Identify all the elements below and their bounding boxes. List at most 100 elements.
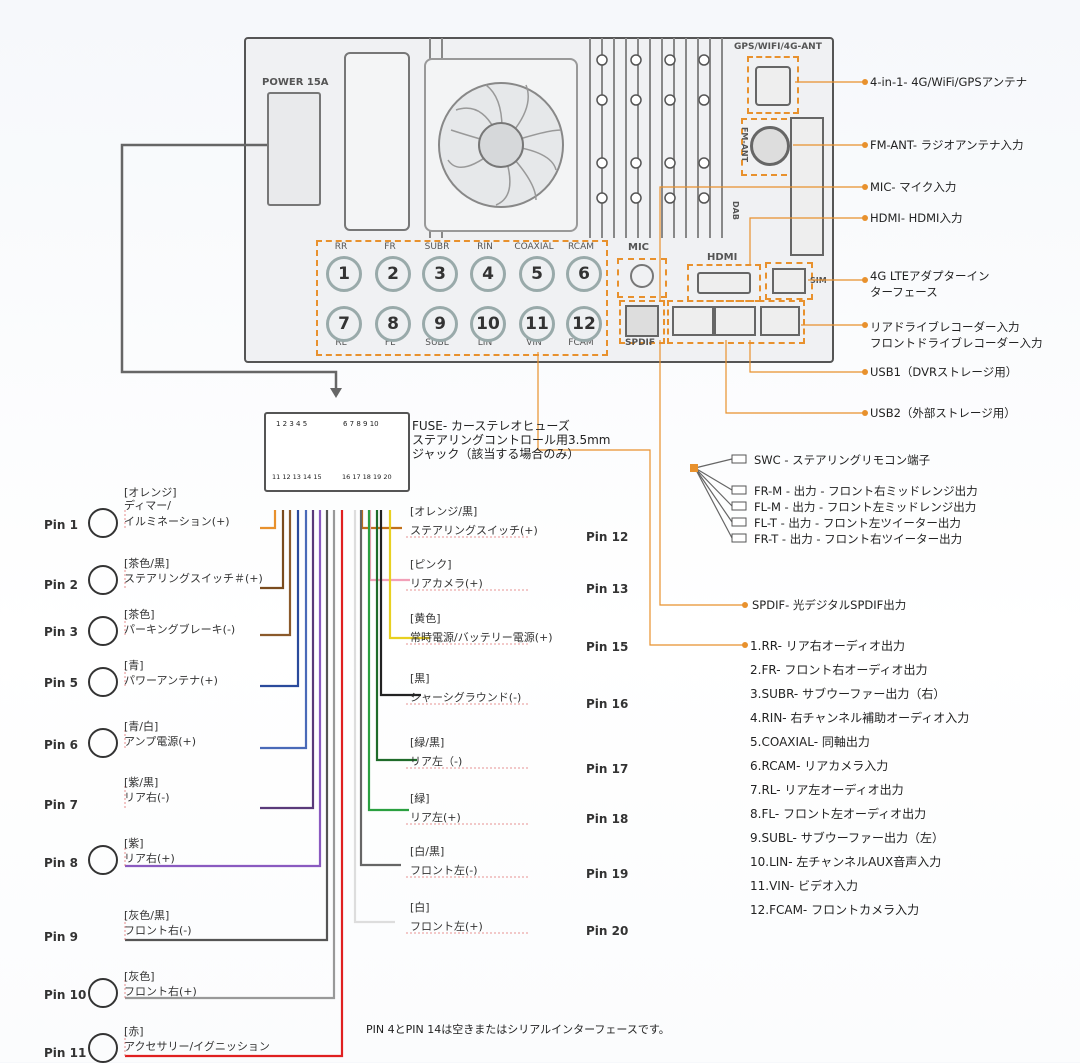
rca-jack[interactable]: 3 bbox=[422, 256, 458, 292]
rca-jack[interactable]: 5 bbox=[519, 256, 555, 292]
rca-jack[interactable]: 6 bbox=[566, 256, 602, 292]
wire-color-label: [黄色] bbox=[410, 612, 441, 625]
knob-label-top: RCAM bbox=[567, 242, 594, 252]
fuse-text-line3: ジャック（該当する場合のみ） bbox=[412, 447, 580, 461]
rca-list-item: 1.RR- リア右オーディオ出力 bbox=[750, 639, 905, 653]
wire-color-label: [紫] bbox=[124, 837, 144, 850]
rca-jack[interactable]: 10 bbox=[470, 306, 506, 342]
callout-usb1: USB1（DVRストレージ用） bbox=[870, 365, 1018, 379]
wire bbox=[367, 510, 409, 812]
harness-connector-bottom-nums-left: 11 12 13 14 15 bbox=[272, 473, 322, 481]
knob-label-top: RR bbox=[334, 242, 348, 252]
callout-dvr-line2: フロントドライブレコーダー入力 bbox=[870, 336, 1043, 350]
wire bbox=[260, 510, 292, 637]
wire-color-label: [灰色] bbox=[124, 970, 155, 983]
wire-color-label: [オレンジ/黒] bbox=[410, 505, 478, 518]
harness-connector-bottom-nums-right: 16 17 18 19 20 bbox=[342, 473, 392, 481]
callout-flm: FL-M - 出力 - フロント左ミッドレンジ出力 bbox=[754, 500, 977, 514]
callout-spdif: SPDIF- 光デジタルSPDIF出力 bbox=[752, 598, 907, 612]
knob-label-bottom: SUBL bbox=[425, 338, 449, 348]
wire-function-label: フロント右(+) bbox=[124, 985, 197, 998]
rca-list-item: 7.RL- リア左オーディオ出力 bbox=[750, 783, 904, 797]
knob-label-top: FR bbox=[384, 242, 396, 252]
rca-jack[interactable]: 4 bbox=[470, 256, 506, 292]
rca-jack[interactable]: 11 bbox=[519, 306, 555, 342]
wire-color-label: [ピンク] bbox=[410, 558, 452, 571]
wire-function-label: リアカメラ(+) bbox=[410, 577, 483, 590]
mic-jack bbox=[630, 264, 654, 288]
wire bbox=[260, 510, 277, 530]
pin-label: Pin 13 bbox=[586, 582, 629, 596]
dvr-rear-connector bbox=[672, 306, 714, 336]
rca-list-item: 6.RCAM- リアカメラ入力 bbox=[750, 759, 889, 773]
callout-mic: MIC- マイク入力 bbox=[870, 180, 957, 194]
wire-color-label: [緑/黒] bbox=[410, 736, 445, 749]
harness-slot bbox=[344, 52, 410, 231]
wire-function-label: フロント左(-) bbox=[410, 864, 478, 877]
callout-flt: FL-T - 出力 - フロント左ツイーター出力 bbox=[754, 516, 961, 530]
rca-jack[interactable]: 1 bbox=[326, 256, 362, 292]
rca-jack[interactable]: 9 bbox=[422, 306, 458, 342]
spdif-connector bbox=[625, 305, 659, 337]
wire bbox=[125, 510, 336, 1000]
callout-fm: FM-ANT- ラジオアンテナ入力 bbox=[870, 138, 1024, 152]
knob-label-top: COAXIAL bbox=[514, 242, 554, 252]
amplifier-icon bbox=[88, 728, 118, 758]
pin-label: Pin 15 bbox=[586, 640, 629, 654]
wire-color-label: [白] bbox=[410, 901, 430, 914]
callout-lte-line2: ターフェース bbox=[870, 285, 938, 299]
fan-icon bbox=[438, 82, 564, 208]
wire-color-label: [茶色] bbox=[124, 608, 155, 621]
harness-connector-top-nums-left: 1 2 3 4 5 bbox=[276, 420, 308, 428]
wire-color-label: [紫/黒] bbox=[124, 776, 159, 789]
rca-list-item: 9.SUBL- サブウーファー出力（左） bbox=[750, 831, 944, 845]
wire-function-label: パーキングブレーキ(-) bbox=[124, 623, 236, 636]
fuse-text-line2: ステアリングコントロール用3.5mm bbox=[412, 433, 611, 447]
rca-jack[interactable]: 2 bbox=[375, 256, 411, 292]
pin-label: Pin 16 bbox=[586, 697, 629, 711]
lte-port[interactable] bbox=[765, 262, 813, 300]
callout-frt: FR-T - 出力 - フロント右ツイーター出力 bbox=[754, 532, 963, 546]
rca-jack[interactable]: 12 bbox=[566, 306, 602, 342]
rca-list-item: 4.RIN- 右チャンネル補助オーディオ入力 bbox=[750, 711, 970, 725]
gps-antenna-port[interactable] bbox=[747, 56, 799, 114]
spdif-port[interactable] bbox=[619, 300, 665, 344]
antenna-icon bbox=[88, 667, 118, 697]
wire-color-label: [緑] bbox=[410, 792, 430, 805]
wire bbox=[260, 510, 308, 750]
wire-color-label: [オレンジ] bbox=[124, 486, 177, 499]
callout-swc: SWC - ステアリングリモコン端子 bbox=[754, 453, 931, 467]
callout-lte-line1: 4G LTEアダプターイン bbox=[870, 269, 990, 283]
rca-jack[interactable]: 7 bbox=[326, 306, 362, 342]
rca-jack[interactable]: 8 bbox=[375, 306, 411, 342]
hdmi-label: HDMI bbox=[707, 252, 738, 263]
callout-frm: FR-M - 出力 - フロント右ミッドレンジ出力 bbox=[754, 484, 978, 498]
wire-color-label: [白/黒] bbox=[410, 845, 445, 858]
knob-label-bottom: LIN bbox=[477, 338, 493, 348]
knob-label-bottom: FCAM bbox=[568, 338, 594, 348]
wire-color-label: [青/白] bbox=[124, 720, 159, 733]
wire-function-label: リア左(+) bbox=[410, 811, 461, 824]
wire-function-label: フロント右(-) bbox=[124, 924, 192, 937]
speaker-icon bbox=[88, 845, 118, 875]
dvr-port-block[interactable] bbox=[667, 300, 805, 344]
steering-wheel-icon bbox=[88, 565, 118, 595]
rca-list-item: 12.FCAM- フロントカメラ入力 bbox=[750, 903, 920, 917]
pin-label: Pin 17 bbox=[586, 762, 629, 776]
pin-label: Pin 9 bbox=[44, 930, 78, 944]
wire-function-label: パワーアンテナ(+) bbox=[124, 674, 218, 687]
speaker-icon bbox=[88, 978, 118, 1008]
harness-connector-top-nums-right: 6 7 8 9 10 bbox=[343, 420, 379, 428]
wire-function-label: ステアリングスイッチ(+) bbox=[410, 524, 538, 537]
wire-function-label: ステアリングスイッチ＃(+) bbox=[124, 572, 263, 585]
mic-port[interactable] bbox=[617, 258, 667, 298]
power-connector[interactable] bbox=[267, 92, 321, 206]
rca-panel bbox=[316, 240, 608, 356]
wire-function-label: フロント左(+) bbox=[410, 920, 483, 933]
spdif-label: SPDIF bbox=[625, 338, 656, 348]
wire-function-label: アクセサリー/イグニッション bbox=[124, 1040, 270, 1053]
pin-label: Pin 7 bbox=[44, 798, 78, 812]
wire bbox=[379, 510, 421, 697]
wire-function-label: アンプ電源(+) bbox=[124, 735, 197, 748]
